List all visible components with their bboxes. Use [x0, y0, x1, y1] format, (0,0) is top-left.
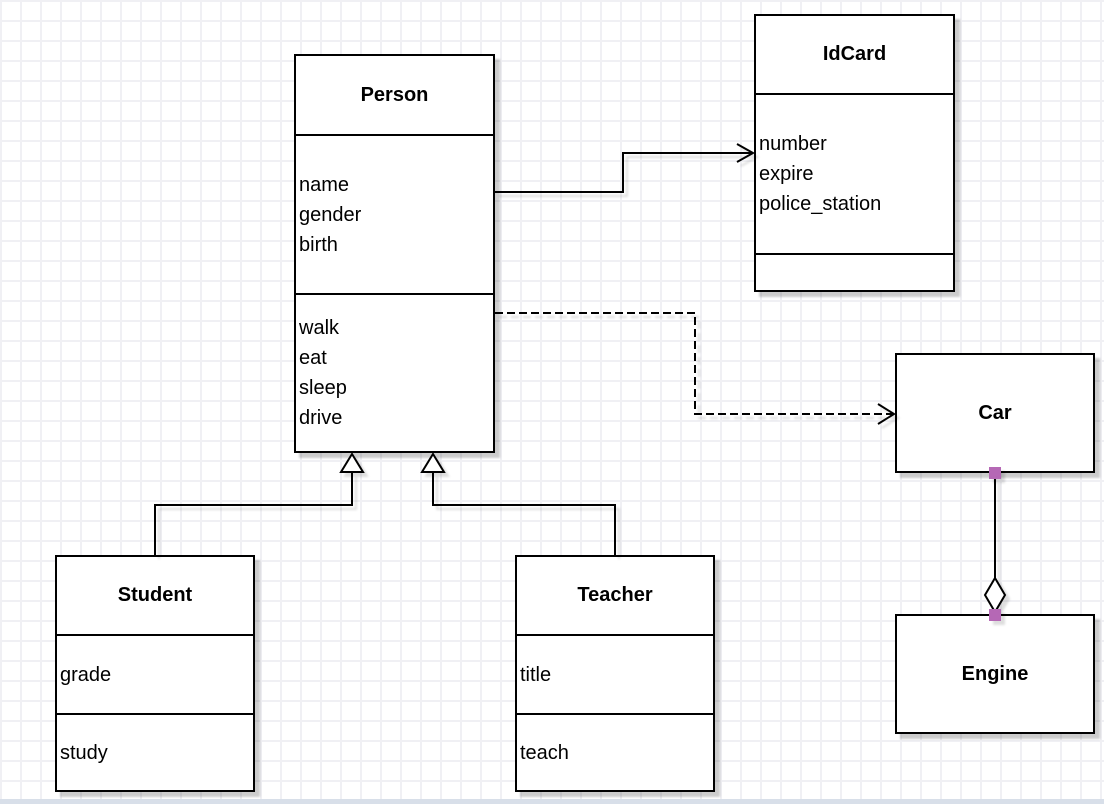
class-engine-title: Engine [961, 662, 1029, 685]
class-idcard[interactable]: IdCard number expire police_station [754, 14, 955, 292]
method: study [60, 741, 108, 764]
attribute: grade [60, 663, 112, 686]
method: sleep [299, 377, 347, 399]
class-idcard-methods [756, 255, 953, 290]
class-student-attributes: grade [57, 636, 253, 715]
class-idcard-attributes: number expire police_station [756, 95, 953, 255]
class-teacher-title: Teacher [517, 557, 713, 636]
attribute: title [520, 663, 552, 686]
canvas-bottom-edge [0, 799, 1104, 804]
class-car-title: Car [978, 401, 1012, 424]
class-car[interactable]: Car [895, 353, 1095, 473]
class-idcard-title: IdCard [756, 16, 953, 95]
class-teacher-attributes: title [517, 636, 713, 715]
class-person-methods: walk eat sleep drive [296, 295, 493, 451]
dependency-person-car-line[interactable] [495, 312, 892, 415]
class-teacher[interactable]: Teacher title teach [515, 555, 715, 792]
method: drive [299, 407, 343, 429]
method: eat [299, 347, 327, 369]
attribute: gender [299, 203, 362, 226]
hollow-diamond-icon [983, 576, 1007, 614]
attribute: number [759, 133, 827, 155]
class-person[interactable]: Person name gender birth walk eat sleep … [294, 54, 495, 453]
attribute: expire [759, 163, 814, 185]
attribute: name [299, 173, 350, 196]
class-student[interactable]: Student grade study [55, 555, 255, 792]
hollow-triangle-icon [420, 452, 446, 473]
hollow-triangle-icon [339, 452, 365, 473]
class-person-title: Person [296, 56, 493, 136]
class-student-methods: study [57, 715, 253, 790]
open-arrowhead-icon [877, 403, 896, 425]
class-engine[interactable]: Engine [895, 614, 1095, 734]
class-teacher-methods: teach [517, 715, 713, 790]
method: walk [299, 317, 340, 339]
open-arrowhead-icon [736, 143, 756, 163]
generalization-student-person-line[interactable] [154, 472, 353, 555]
class-person-attributes: name gender birth [296, 136, 493, 295]
attribute: police_station [759, 193, 882, 215]
method: teach [520, 741, 569, 764]
class-student-title: Student [57, 557, 253, 636]
generalization-teacher-person-line[interactable] [432, 472, 616, 555]
attribute: birth [299, 233, 338, 256]
association-person-idcard-line[interactable] [495, 152, 751, 193]
